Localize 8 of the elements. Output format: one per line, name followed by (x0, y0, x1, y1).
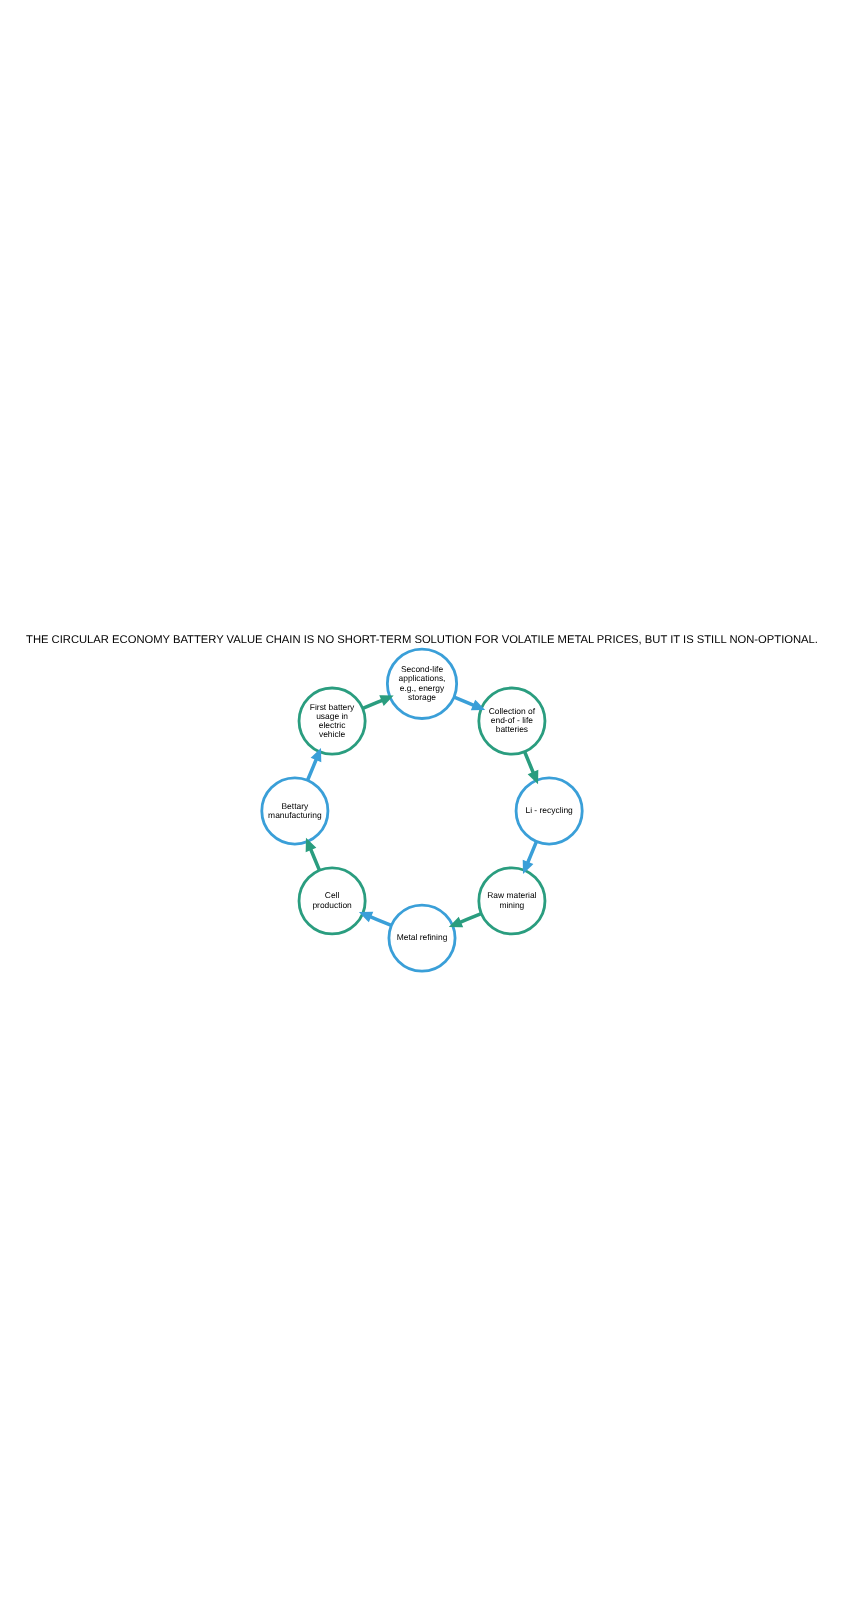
arrow (523, 750, 539, 784)
arrow (362, 694, 394, 709)
arrow (305, 836, 321, 870)
arrow (448, 910, 482, 927)
arrow (358, 910, 392, 927)
arrow (453, 694, 486, 710)
arrow (522, 840, 539, 874)
arrow (305, 746, 322, 780)
